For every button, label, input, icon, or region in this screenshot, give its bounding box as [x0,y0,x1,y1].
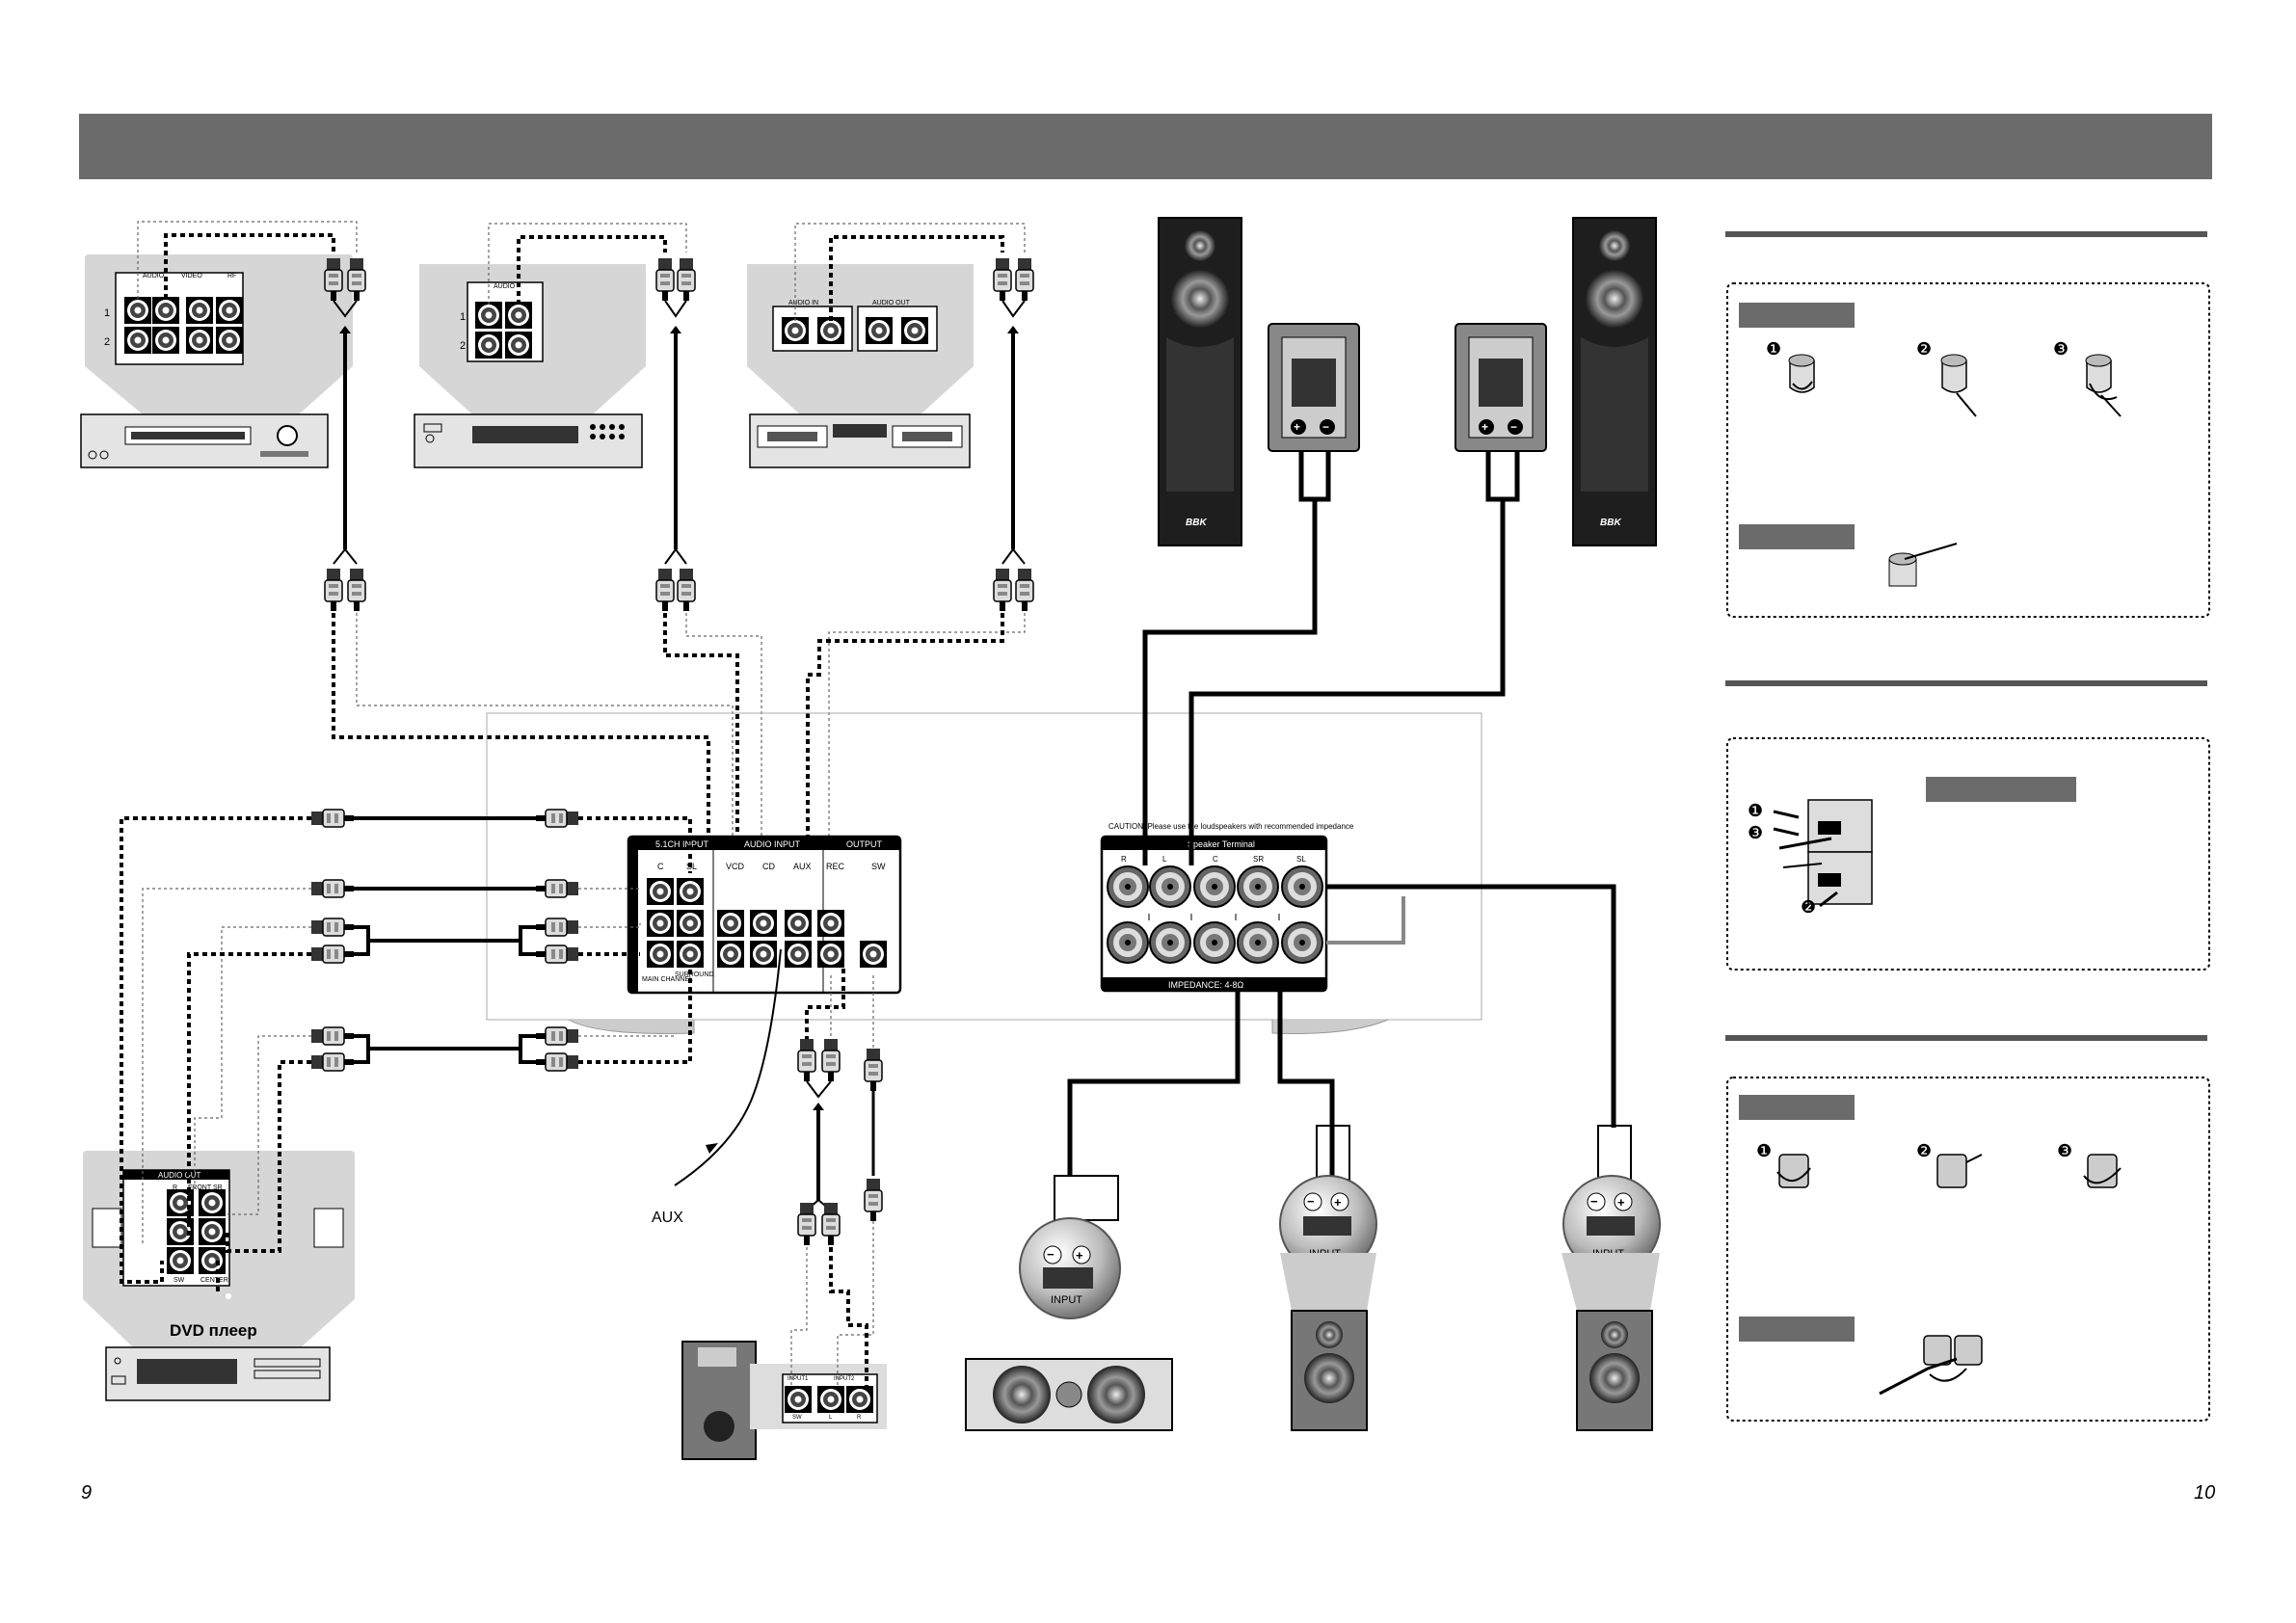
amp-label-c: C [657,862,664,871]
center-minus: − [1047,1247,1055,1262]
panel3-header-out: AUDIO OUT [872,300,911,306]
step2-number-c: ❷ [1916,1141,1932,1160]
plus-label-right: + [1482,420,1488,434]
center-plus: + [1076,1248,1083,1263]
amp-label-aux: AUX [793,862,812,871]
dvd-cables [310,809,579,1072]
dvd-player-label: DVD плеер [170,1321,257,1340]
step2-number-a: ❷ [1916,339,1932,359]
panel1-row-2: 2 [104,336,110,348]
minus-label-right: − [1510,420,1517,434]
minus-label-left: − [1322,420,1329,434]
speaker-brand-right: BBK [1600,518,1621,528]
step3-number-c: ❸ [2057,1141,2072,1160]
terminal-ch-c: C [1213,855,1218,864]
page-number-right: 10 [2194,1482,2216,1503]
cable-set-3 [993,257,1034,612]
page-number-left: 9 [81,1482,93,1503]
sl-plus: + [1617,1195,1625,1210]
amp-header-audio-input: AUDIO INPUT [744,839,801,849]
panel2-header-audio: AUDIO [494,283,516,290]
amp-label-main: MAIN CHANNEL [642,976,693,983]
step3-number-a: ❸ [2053,339,2069,359]
sub-input1: INPUT1 [788,1376,809,1382]
terminal-ch-l: L [1162,855,1167,864]
aux-label: AUX [652,1210,683,1226]
step2-number-b: ❷ [1801,897,1816,917]
panel1-row-1: 1 [104,307,110,319]
dvd-jack-sr: SR [213,1184,223,1191]
step1-number-b: ❶ [1748,801,1763,820]
terminal-ch-sr: SR [1253,855,1264,864]
surround-speaker-left: − + INPUT [1562,1125,1661,1431]
surround-speaker-right: − + INPUT [1279,1125,1377,1431]
front-speaker-right: BBK + − [1455,217,1657,546]
instruction-section-1: ❶ ❷ ❸ [1725,231,2210,618]
dvd-jack-center: CENTER [200,1277,228,1284]
panel2-row-2: 2 [460,340,466,352]
center-speaker: − + INPUT [965,1175,1173,1431]
sr-minus: − [1307,1194,1315,1209]
step1-number-c: ❶ [1756,1141,1772,1160]
source-device-2: AUDIO 1 2 [414,264,646,468]
source-device-3: AUDIO IN AUDIO OUT [747,264,974,468]
sub-jack-l: L [829,1415,833,1421]
amp-header-51ch: 5.1CH INPUT [655,839,709,849]
step1-number-a: ❶ [1766,339,1781,359]
terminal-ch-r: R [1121,855,1127,864]
subwoofer: INPUT1 INPUT2 SW L R [681,1341,887,1460]
speaker-brand-left: BBK [1186,518,1207,528]
amp-label-rec: REC [826,862,845,871]
amp-label-surround: SURROUND [675,971,713,978]
header-banner [79,114,2212,179]
center-input-label: INPUT [1051,1294,1082,1306]
amp-label-vcd: VCD [726,862,745,871]
sub-cables [790,969,883,1388]
panel1-header-video: VIDEO [181,273,202,279]
panel3-header-in: AUDIO IN [788,300,818,306]
amp-label-sw: SW [871,862,886,871]
cable-set-2 [655,257,696,612]
panel1-header-rf: RF [227,273,236,279]
panel2-row-1: 1 [460,311,466,323]
sl-minus: − [1590,1194,1598,1209]
terminal-impedance: IMPEDANCE: 4-8Ω [1168,980,1244,990]
sub-input2: INPUT2 [834,1376,855,1382]
step3-number-b: ❸ [1748,823,1763,842]
instruction-section-2: ❶ ❸ ❷ [1725,680,2210,971]
front-speaker-left: BBK + − [1158,217,1360,546]
plus-label-left: + [1294,420,1300,434]
dvd-audio-out-header: AUDIO OUT [158,1171,201,1180]
sub-jack-r: R [857,1415,862,1421]
amp-header-output: OUTPUT [846,839,883,849]
terminal-caution: CAUTION: Please use the loudspeakers wit… [1108,822,1354,831]
sub-jack-sw: SW [792,1415,802,1421]
amp-label-cd: CD [762,862,775,871]
source-device-1: AUDIO VIDEO RF 1 2 [80,254,353,468]
dvd-jack-sw: SW [174,1277,185,1284]
dvd-jack-r: R [173,1184,177,1191]
terminal-ch-sl: SL [1296,855,1306,864]
dvd-jack-front: FRONT [188,1184,212,1191]
speaker-terminal: CAUTION: Please use the loudspeakers wit… [1100,822,1354,993]
instruction-section-3: ❶ ❷ ❸ [1725,1035,2210,1422]
amplifier-input-panel: 5.1CH INPUT AUDIO INPUT OUTPUT C SL VCD … [627,835,902,995]
dvd-player: AUDIO OUT R FRONT SR SW CENTER DVD плеер [83,1151,355,1401]
panel1-header-audio: AUDIO [143,273,165,279]
cable-set-1 [324,257,366,612]
terminal-title: Speaker Terminal [1188,839,1255,849]
sr-plus: + [1334,1195,1342,1210]
